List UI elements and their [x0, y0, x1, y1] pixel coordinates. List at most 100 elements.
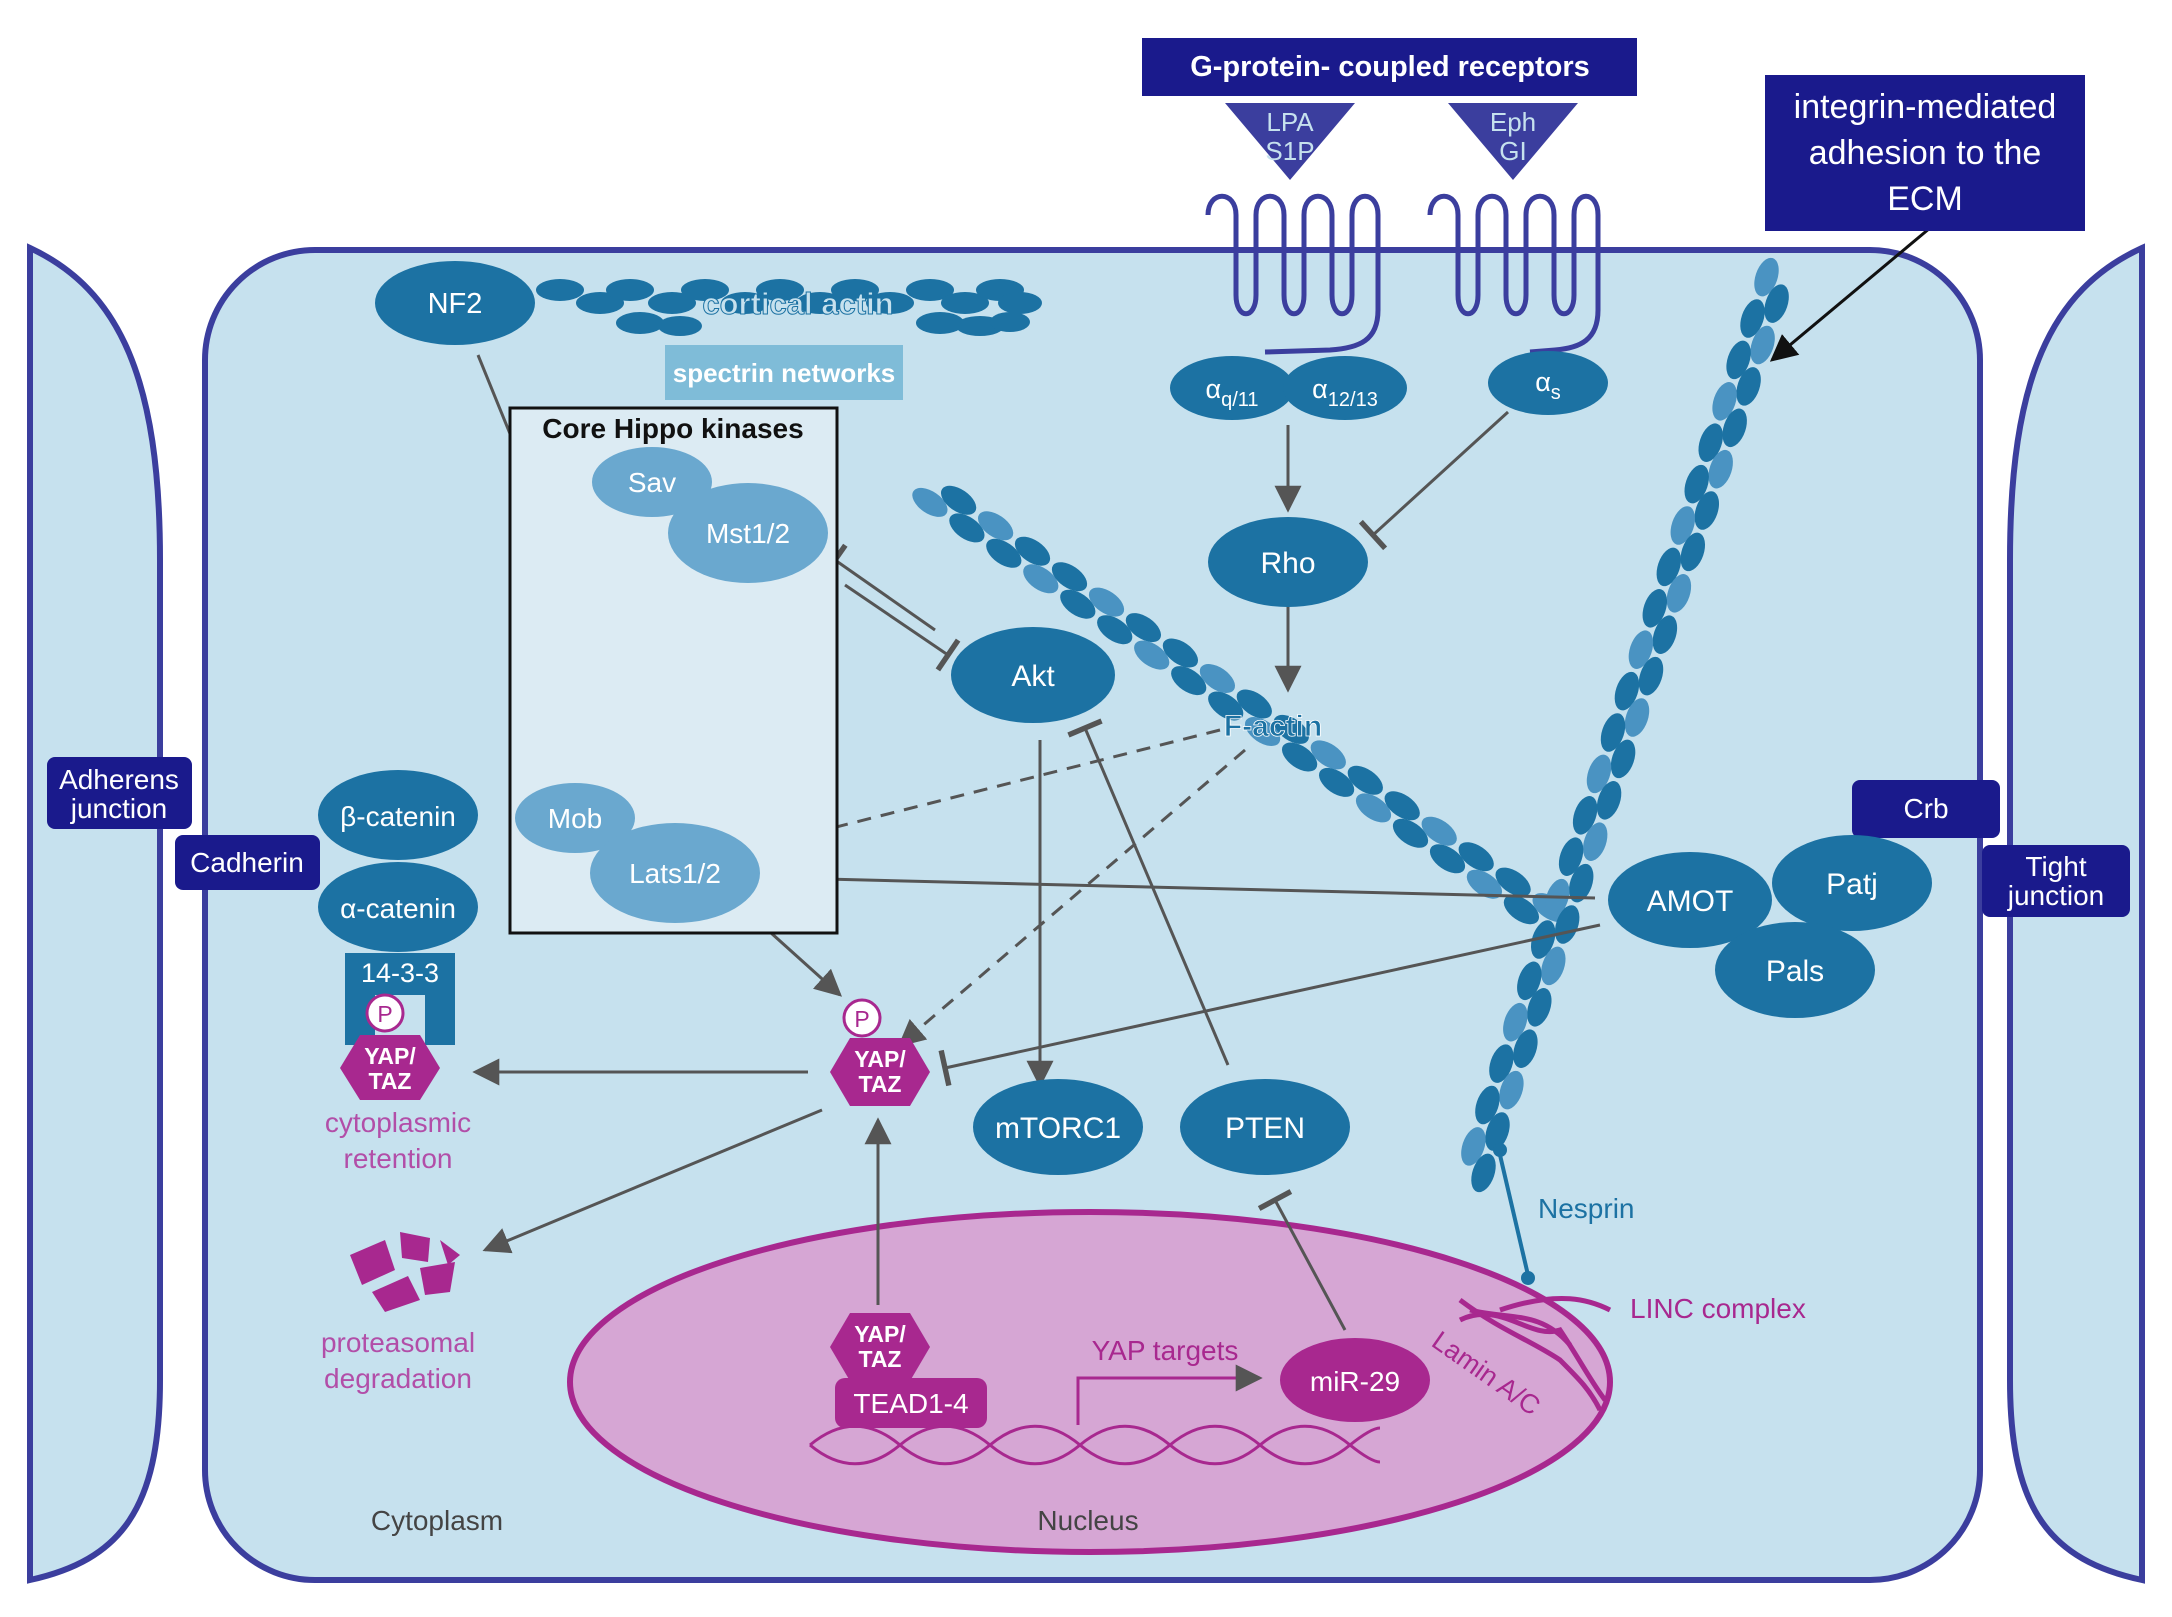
integrin-line-2: adhesion to the — [1809, 134, 2042, 172]
phospho-retained — [365, 993, 405, 1033]
edge-factin-lats — [757, 728, 1221, 864]
lats-node — [590, 823, 760, 923]
factin-label: F-actin — [1224, 710, 1322, 743]
sav-node — [592, 447, 712, 517]
amot-label: AMOT — [1647, 885, 1734, 918]
integrin-pointer-arrow — [1769, 226, 1931, 362]
eph-gi-ligand — [1448, 103, 1578, 180]
nf2-node — [375, 261, 535, 345]
patj-label: Patj — [1826, 868, 1878, 901]
alpha-catenin-node — [318, 862, 478, 952]
integrin-box — [1765, 75, 2085, 231]
mob-label: Mob — [548, 803, 602, 834]
mtorc1-label: mTORC1 — [995, 1112, 1121, 1145]
sav-label: Sav — [628, 467, 676, 498]
akt-label: Akt — [1011, 660, 1055, 693]
left-neighbor-cell — [27, 243, 163, 1584]
pten-node — [1180, 1079, 1350, 1175]
rho-label: Rho — [1260, 547, 1315, 580]
linc-complex-curve — [1499, 1296, 1612, 1313]
yap-targets-arrow — [1076, 1364, 1263, 1425]
proteasomal-line-2: degradation — [324, 1363, 472, 1394]
integrin-line-1: integrin-mediated — [1794, 88, 2057, 126]
tead-box — [835, 1378, 987, 1428]
nesprin-label: Nesprin — [1538, 1193, 1634, 1224]
adherens-line-2: junction — [70, 793, 168, 824]
dna-helix — [809, 1424, 1381, 1466]
gpcr-title-box — [1142, 38, 1637, 96]
galpha-1213-node — [1283, 356, 1407, 420]
yap-retained-line-1: YAP/ — [364, 1043, 416, 1069]
cortical-actin-filament — [536, 279, 1042, 336]
galpha-q11-node — [1170, 356, 1294, 420]
integrin-line-3: ECM — [1887, 180, 1963, 218]
pten-label: PTEN — [1225, 1112, 1305, 1145]
cytoplasm-label: Cytoplasm — [371, 1505, 503, 1536]
mob-node — [515, 783, 635, 853]
alpha-catenin-label: α-catenin — [340, 893, 456, 924]
phospho-central — [842, 998, 882, 1038]
edge-pten-akt — [1067, 718, 1230, 1066]
yap-retained-node — [340, 1035, 440, 1100]
crb-label: Crb — [1903, 793, 1948, 824]
tight-line-1: Tight — [2025, 851, 2086, 882]
proteasomal-line-1: proteasomal — [321, 1327, 475, 1358]
phospho-retained-label: P — [377, 1001, 392, 1027]
lats-label: Lats1/2 — [629, 858, 721, 889]
cadherin-box — [175, 835, 320, 890]
mir29-node — [1280, 1338, 1430, 1422]
beta-catenin-label: β-catenin — [340, 801, 456, 832]
proteasome-icon — [350, 1232, 460, 1312]
nucleus-label: Nucleus — [1037, 1505, 1138, 1536]
patj-node — [1772, 835, 1932, 931]
beta-catenin-node — [318, 770, 478, 860]
core-hippo-label: Core Hippo kinases — [542, 413, 803, 444]
s1p-label: S1P — [1265, 136, 1314, 166]
yap-central-node — [830, 1038, 930, 1106]
edge-yap-degradation — [482, 1108, 823, 1254]
crb-box — [1852, 780, 2000, 838]
edge-galphas-rho — [1358, 410, 1510, 551]
edge-mst-akt — [844, 583, 961, 672]
yap-retained-line-2: TAZ — [368, 1068, 411, 1094]
galpha-1213-label: α12/13 — [1312, 374, 1378, 411]
amot-node — [1608, 852, 1772, 948]
gi-label: GI — [1499, 136, 1526, 166]
pals-label: Pals — [1766, 955, 1824, 988]
edge-akt-mst — [822, 543, 936, 632]
spectrin-box — [665, 345, 903, 400]
eph-label: Eph — [1490, 107, 1536, 137]
mtorc1-node — [973, 1079, 1143, 1175]
mst-label: Mst1/2 — [706, 518, 790, 549]
yap-targets-label: YAP targets — [1092, 1335, 1239, 1366]
yap-nuclear-node — [830, 1313, 930, 1381]
tight-line-2: junction — [2007, 880, 2105, 911]
yap-central-line-2: TAZ — [858, 1071, 901, 1097]
adherens-line-1: Adherens — [59, 764, 179, 795]
yap-central-line-1: YAP/ — [854, 1046, 906, 1072]
mir29-label: miR-29 — [1310, 1366, 1400, 1397]
adherens-box — [47, 757, 192, 829]
cadherin-label: Cadherin — [190, 847, 304, 878]
cortical-actin-label: cortical actin — [702, 286, 893, 321]
integrin-actin-filament — [1461, 257, 1789, 1193]
rho-node — [1208, 517, 1368, 607]
yap-nuclear-line-2: TAZ — [858, 1346, 901, 1372]
edge-amot-lats — [782, 865, 1596, 900]
linc-label: LINC complex — [1630, 1293, 1806, 1324]
nf2-label: NF2 — [428, 288, 483, 320]
edge-mir29-pten — [1257, 1189, 1347, 1331]
tight-junction-box — [1982, 845, 2130, 917]
nucleus — [567, 1209, 1613, 1555]
tead-label: TEAD1-4 — [853, 1388, 968, 1419]
gpcr-receptor-2 — [1427, 193, 1601, 355]
lamin-fibres — [1458, 1297, 1608, 1412]
phospho-central-label: P — [854, 1006, 869, 1032]
lpa-s1p-ligand — [1225, 103, 1355, 180]
pals-node — [1715, 922, 1875, 1018]
spectrin-label: spectrin networks — [673, 358, 896, 388]
edge-amot-yap — [938, 923, 1601, 1087]
edge-factin-yap — [897, 748, 1246, 1047]
gpcr-receptor-1 — [1205, 193, 1381, 355]
gpcr-title: G-protein- coupled receptors — [1190, 51, 1590, 83]
